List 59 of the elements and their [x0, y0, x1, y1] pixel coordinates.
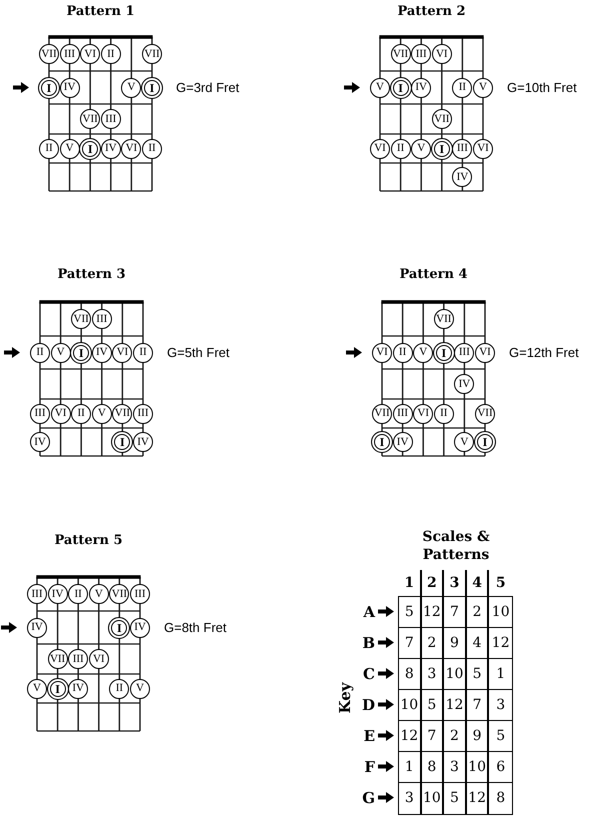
table-title: Scales & Patterns — [421, 528, 491, 564]
fret-number-cell: 1 — [399, 752, 422, 783]
fret-number-cell: 10 — [399, 690, 422, 721]
fret-number-cell: 7 — [466, 690, 490, 721]
fret-number-cell: 10 — [444, 659, 467, 690]
fret-position-label: G=5th Fret — [167, 344, 230, 360]
fret-position-label: G=10th Fret — [507, 80, 577, 96]
fret-number-cell: 12 — [399, 721, 422, 752]
key-letter: G — [362, 788, 375, 806]
fret-number-cell: 2 — [422, 628, 444, 659]
fret-number-cell: 12 — [489, 628, 512, 659]
key-letter: B — [362, 634, 375, 652]
pattern-title: Pattern 3 — [58, 266, 126, 284]
pattern-number-header: 4 — [466, 570, 490, 596]
fret-number-cell: 2 — [466, 597, 490, 628]
fret-number-cell: 5 — [489, 721, 512, 752]
fret-number-cell: 5 — [399, 597, 422, 628]
key-label: Key — [336, 682, 354, 714]
fret-number-cell: 3 — [444, 752, 467, 783]
fret-number-cell: 10 — [489, 597, 512, 628]
fret-number-cell: 5 — [466, 659, 490, 690]
fret-number-cell: 7 — [422, 721, 444, 752]
fret-number-cell: 7 — [399, 628, 422, 659]
pattern-number-header: 1 — [399, 570, 422, 596]
fret-number-cell: 8 — [422, 752, 444, 783]
fret-number-cell: 10 — [466, 752, 490, 783]
pattern-number-header: 5 — [494, 574, 507, 592]
key-letter: D — [362, 696, 375, 714]
key-letter: F — [364, 758, 375, 776]
fret-number-cell: 4 — [466, 628, 490, 659]
pattern-title: Pattern 1 — [66, 3, 134, 21]
fret-number-cell: 9 — [466, 721, 490, 752]
pattern-title: Pattern 4 — [400, 266, 468, 284]
fret-number-cell: 9 — [444, 628, 467, 659]
fret-number-cell: 8 — [399, 659, 422, 690]
fret-number-cell: 6 — [489, 752, 512, 783]
fret-number-cell: 12 — [444, 690, 467, 721]
fret-number-cell: 2 — [444, 721, 467, 752]
fret-number-cell: 3 — [399, 783, 422, 814]
key-letter: C — [363, 664, 375, 682]
pattern-title: Pattern 5 — [54, 532, 122, 550]
fret-number-cell: 3 — [422, 659, 444, 690]
pattern-number-header: 3 — [444, 570, 467, 596]
fret-number-cell: 12 — [422, 597, 444, 628]
fret-number-cell: 3 — [489, 690, 512, 721]
fret-number-cell: 12 — [466, 783, 490, 814]
fret-position-label: G=12th Fret — [509, 344, 579, 360]
fret-number-cell-text: 8 — [495, 789, 506, 808]
fret-number-cell: 7 — [444, 597, 467, 628]
fret-number-cell: 10 — [422, 783, 444, 814]
fret-number-cell: 1 — [489, 659, 512, 690]
fret-number-cell: 5 — [444, 783, 467, 814]
pattern-number-header: 2 — [422, 570, 444, 596]
key-letter: A — [363, 602, 375, 620]
pattern-title: Pattern 2 — [398, 3, 466, 21]
fret-number-cell: 5 — [422, 690, 444, 721]
fret-position-label: G=8th Fret — [164, 620, 226, 636]
fret-position-label: G=3rd Fret — [176, 80, 240, 96]
key-letter: E — [364, 726, 375, 744]
